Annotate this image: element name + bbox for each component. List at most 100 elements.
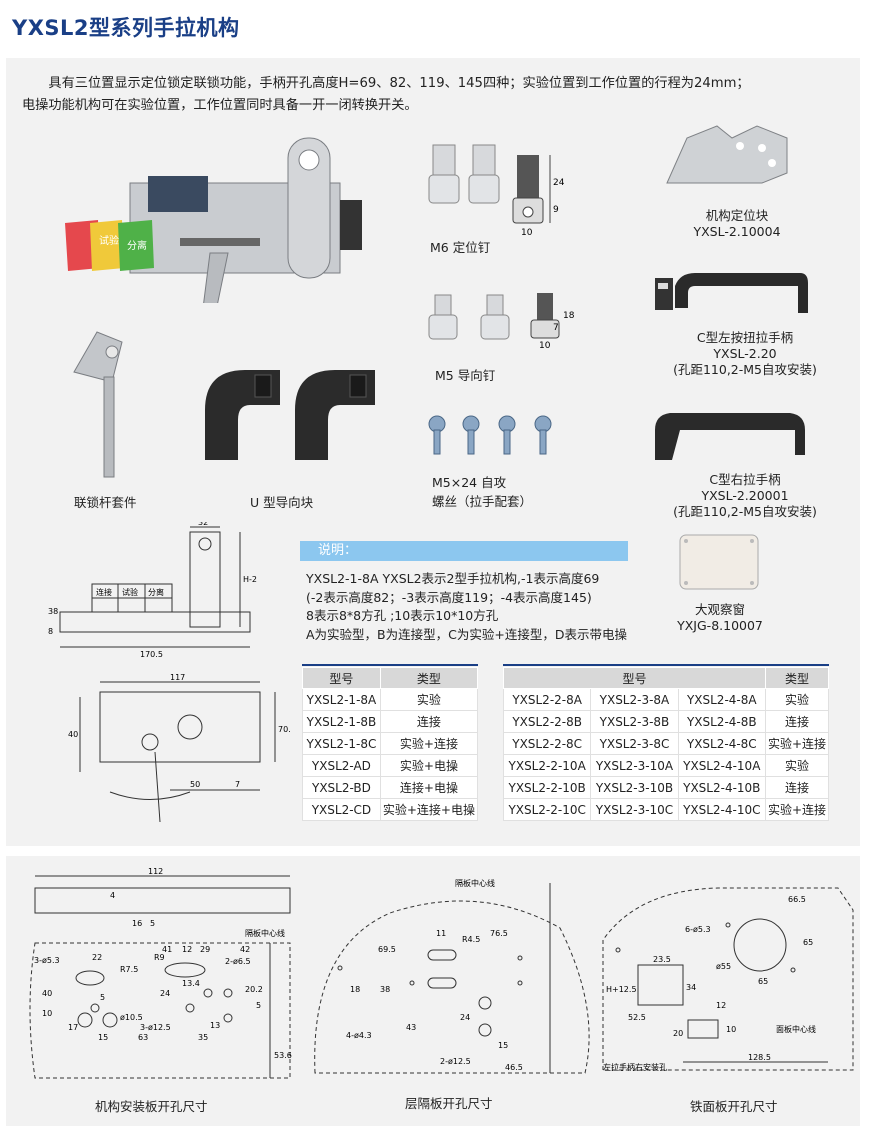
left-handle-name: C型左按扭拉手柄: [696, 330, 794, 345]
intro-text: 具有三位置显示定位锁定联锁功能，手柄开孔高度H=69、82、119、145四种；…: [22, 73, 842, 117]
table2-cell: YXSL2-3-10B: [590, 776, 679, 799]
table2-cell: YXSL2-4-10B: [677, 776, 766, 799]
notes-list: YXSL2-1-8A YXSL2表示2型手拉机构,-1表示高度69 (-2表示高…: [306, 570, 627, 644]
iron-panel-cutout-drawing: 66.5 6-ø5.3 65 23.5 ø55 65 H+12.5 34 12 …: [602, 887, 854, 1072]
table2-cell: YXSL2-2-10C: [502, 798, 592, 821]
note-line: 8表示8*8方孔 ;10表示10*10方孔: [306, 608, 499, 623]
window-code: YXJG-8.10007: [677, 618, 763, 633]
c1-dim: 17: [68, 1023, 78, 1032]
m6-dim-9: 9: [553, 205, 559, 215]
d2-dim-705: 70.5: [278, 725, 290, 734]
table2-cell: YXSL2-2-8C: [502, 732, 592, 755]
table2-cell: YXSL2-2-10A: [502, 754, 592, 777]
table2-header-model: 型号: [503, 667, 766, 689]
d2-dim-7: 7: [235, 780, 240, 789]
table2-top-rule: [503, 664, 829, 666]
c1-dim: 13.4: [182, 979, 200, 988]
c1-dim: 隔板中心线: [245, 928, 285, 938]
c1-dim: 13: [210, 1021, 220, 1030]
c2-dim: 11: [436, 929, 446, 938]
cutout1-caption: 机构安装板开孔尺寸: [95, 1099, 208, 1114]
table1-cell: 连接+电操: [379, 776, 479, 799]
c2-dim: 隔板中心线: [455, 878, 495, 888]
d2-dim-40: 40: [68, 730, 78, 739]
table1-cell: YXSL2-1-8B: [302, 710, 381, 733]
c3-dim: 20: [673, 1029, 683, 1038]
c1-dim: 5: [150, 919, 155, 928]
right-handle-note: (孔距110,2-M5自攻安装): [673, 504, 817, 519]
c1-dim: 2-ø6.5: [225, 957, 251, 966]
table1-cell: YXSL2-BD: [302, 776, 381, 799]
table1-cell: 实验+电操: [379, 754, 479, 777]
mechanism-illustration: 试验 分离: [65, 137, 362, 303]
d2-dim-117: 117: [170, 673, 185, 682]
c2-dim: 2-ø12.5: [440, 1057, 471, 1066]
table2-cell: 连接: [764, 776, 830, 799]
side-view-drawing: 32 H-2 38 8 170.5 连接 试验 分离: [48, 522, 257, 659]
table2-cell: 实验: [764, 754, 830, 777]
c1-dim: R9: [154, 953, 165, 962]
c1-dim: 63: [138, 1033, 148, 1042]
table2-cell: YXSL2-4-8A: [677, 688, 766, 711]
mounting-plate-cutout-drawing: 112 4 16 5 隔板中心线 3-ø5.3 22 R7.5 R9 41 12…: [29, 868, 292, 1079]
c3-dim: 52.5: [628, 1013, 646, 1022]
cutout-panel: [6, 856, 860, 1126]
table2-cell: YXSL2-4-10A: [677, 754, 766, 777]
c3-dim: 65: [803, 938, 813, 947]
d2-dim-50: 50: [190, 780, 200, 789]
c1-dim: 3-ø5.3: [34, 956, 60, 965]
c3-dim: 23.5: [653, 955, 671, 964]
screw-caption-2: 螺丝（拉手配套）: [432, 494, 533, 509]
table1-top-rule: [302, 664, 478, 666]
intro-line-2: 电操功能机构可在实验位置，工作位置同时具备一开一闭转换开关。: [22, 98, 418, 113]
c2-dim: 76.5: [490, 929, 508, 938]
c1-dim: ø10.5: [120, 1013, 143, 1022]
d1-dim-8: 8: [48, 627, 53, 636]
c3-dim: 34: [686, 983, 696, 992]
d1-dim-h2: H-2: [243, 575, 257, 584]
c2-dim: 18: [350, 985, 360, 994]
c3-dim: 面板中心线: [776, 1024, 816, 1034]
m5-pin-illustration: 18 7 10: [428, 293, 575, 350]
table2-cell: YXSL2-3-10C: [590, 798, 679, 821]
m6-pin-illustration: 24 9 10: [428, 144, 565, 238]
c1-dim: 5: [256, 1001, 261, 1010]
d1-dim-32: 32: [198, 522, 208, 527]
c1-dim: 12: [182, 945, 192, 954]
table2-cell: YXSL2-2-8B: [502, 710, 592, 733]
c1-dim: 4: [110, 891, 115, 900]
observation-window-illustration: [679, 534, 759, 590]
c3-dim: 128.5: [748, 1053, 771, 1062]
c2-dim: 4-ø4.3: [346, 1031, 372, 1040]
d1-dim-38: 38: [48, 607, 58, 616]
c3-dim: 12: [716, 1001, 726, 1010]
locator-code: YXSL-2.10004: [693, 224, 781, 239]
table1-cell: 实验+连接: [379, 732, 479, 755]
m5-dim-18: 18: [563, 311, 575, 321]
c3-dim: 6-ø5.3: [685, 925, 711, 934]
page-title: YXSL2型系列手拉机构: [12, 16, 240, 40]
m6-dim-24: 24: [553, 178, 565, 188]
c1-dim: 16: [132, 919, 142, 928]
interlock-kit-illustration: [73, 331, 123, 478]
front-view-drawing: 117 40 70.5 50 7: [68, 673, 290, 823]
d1-label-sep: 分离: [148, 587, 164, 597]
table2-cell: YXSL2-2-8A: [502, 688, 592, 711]
c1-dim: R7.5: [120, 965, 138, 974]
cutout2-caption: 层隔板开孔尺寸: [405, 1096, 493, 1111]
table1-cell: YXSL2-CD: [302, 798, 381, 821]
c1-dim: 3-ø12.5: [140, 1023, 171, 1032]
note-line: A为实验型，B为连接型，C为实验+连接型，D表示带电操: [306, 626, 627, 642]
m6-pin-caption: M6 定位钉: [430, 240, 491, 255]
table2-cell: 连接: [764, 710, 830, 733]
table2-cell: YXSL2-2-10B: [502, 776, 592, 799]
